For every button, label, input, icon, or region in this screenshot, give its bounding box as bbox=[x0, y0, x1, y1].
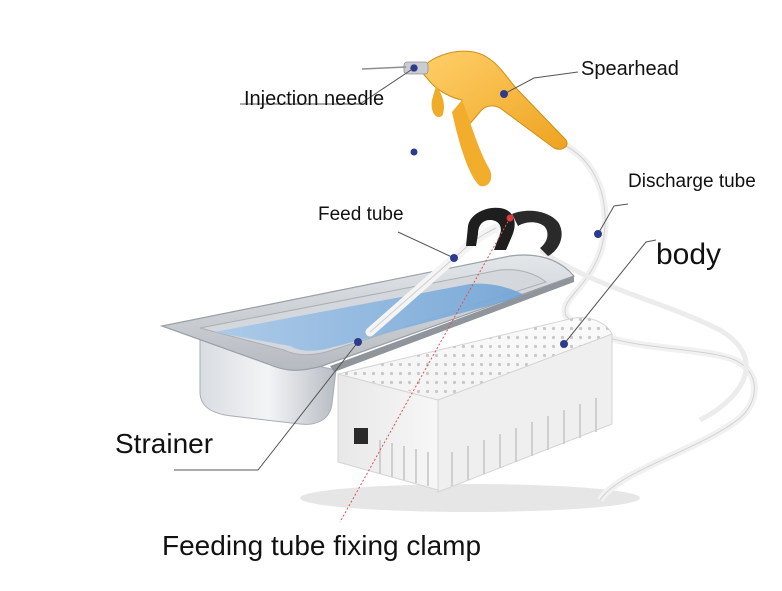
label-spearhead: Spearhead bbox=[581, 58, 679, 80]
label-discharge-tube: Discharge tube bbox=[628, 171, 756, 192]
spearhead-gun bbox=[403, 50, 568, 187]
discharge-tube-edge bbox=[564, 145, 755, 501]
label-strainer: Strainer bbox=[115, 428, 214, 459]
label-feeding-tube-fixing-clamp: Feeding tube fixing clamp bbox=[162, 530, 482, 561]
outer-tube bbox=[538, 247, 749, 423]
pump-body bbox=[337, 317, 613, 493]
label-body: body bbox=[656, 238, 722, 271]
body-shadow bbox=[300, 484, 640, 512]
leader-lines bbox=[174, 67, 657, 471]
label-injection-needle: Injection needle bbox=[244, 88, 385, 110]
label-feed-tube: Feed tube bbox=[318, 204, 404, 225]
markers bbox=[354, 64, 602, 348]
strainer-tray bbox=[159, 254, 576, 425]
injection-needle bbox=[361, 66, 407, 70]
